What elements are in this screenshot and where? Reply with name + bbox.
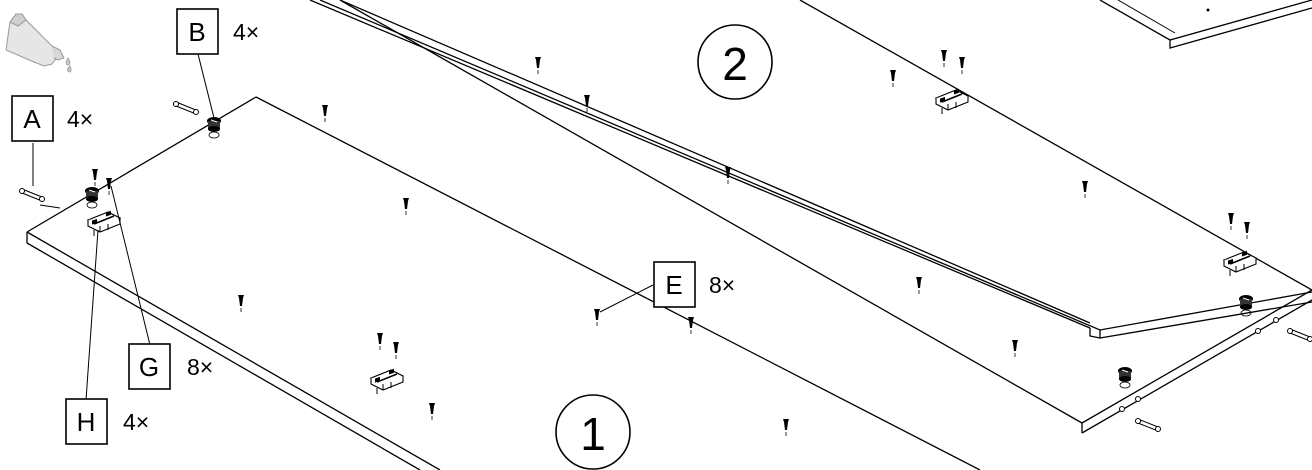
hinge-screw [889, 69, 897, 88]
wooden-dowel [1135, 418, 1161, 432]
cam-bolt [1227, 212, 1235, 231]
callout-A: A 4× [11, 95, 93, 142]
hinge-screw [321, 104, 329, 123]
cam-bolt [1243, 221, 1251, 240]
cam-lock [1117, 366, 1133, 389]
hinge-screw [1011, 339, 1019, 358]
callout-E: E 8× [653, 261, 735, 308]
cam-bolt [376, 332, 384, 351]
hinge-screw [237, 294, 245, 313]
hinge-screw [534, 56, 542, 75]
leader-lines [32, 53, 654, 401]
hinge-screw [1081, 180, 1089, 199]
svg-text:A: A [23, 104, 41, 134]
hinge-screw [402, 197, 410, 216]
glue-tube-icon [5, 13, 72, 73]
cam-bolt [958, 56, 966, 75]
callout-B: B 4× [176, 8, 259, 55]
hinge-screw [782, 418, 790, 437]
svg-text:E: E [665, 270, 682, 300]
svg-text:1: 1 [580, 408, 606, 460]
cam-lock [206, 116, 222, 139]
svg-text:4×: 4× [67, 106, 93, 132]
svg-text:H: H [77, 407, 96, 437]
wooden-dowel [1287, 328, 1312, 342]
hinge-plate [1223, 249, 1257, 277]
panel-3-partial [1099, 0, 1312, 49]
hinge-plate [370, 367, 404, 395]
cam-bolt [91, 168, 99, 187]
callout-G: G 8× [128, 343, 213, 390]
dowel-holes [1119, 317, 1279, 412]
svg-text:G: G [139, 352, 159, 382]
hinge-plate [87, 209, 121, 237]
wooden-dowel [19, 188, 45, 202]
hinge-screw [593, 308, 601, 327]
svg-text:8×: 8× [709, 272, 735, 298]
cam-lock [84, 186, 100, 209]
svg-text:B: B [188, 17, 205, 47]
svg-text:8×: 8× [187, 354, 213, 380]
hinge-screw [583, 94, 591, 113]
hinge-screw [915, 276, 923, 295]
svg-text:2: 2 [722, 38, 748, 90]
panel-number-1: 1 [555, 394, 631, 470]
hinge-screw [428, 402, 436, 421]
svg-text:4×: 4× [123, 409, 149, 435]
callout-H: H 4× [65, 398, 149, 445]
hinge-screw [687, 316, 695, 335]
wooden-dowel [173, 101, 199, 115]
svg-text:4×: 4× [233, 19, 259, 45]
cam-bolt [940, 49, 948, 68]
cam-bolt [392, 341, 400, 360]
panel-number-2: 2 [697, 24, 773, 100]
